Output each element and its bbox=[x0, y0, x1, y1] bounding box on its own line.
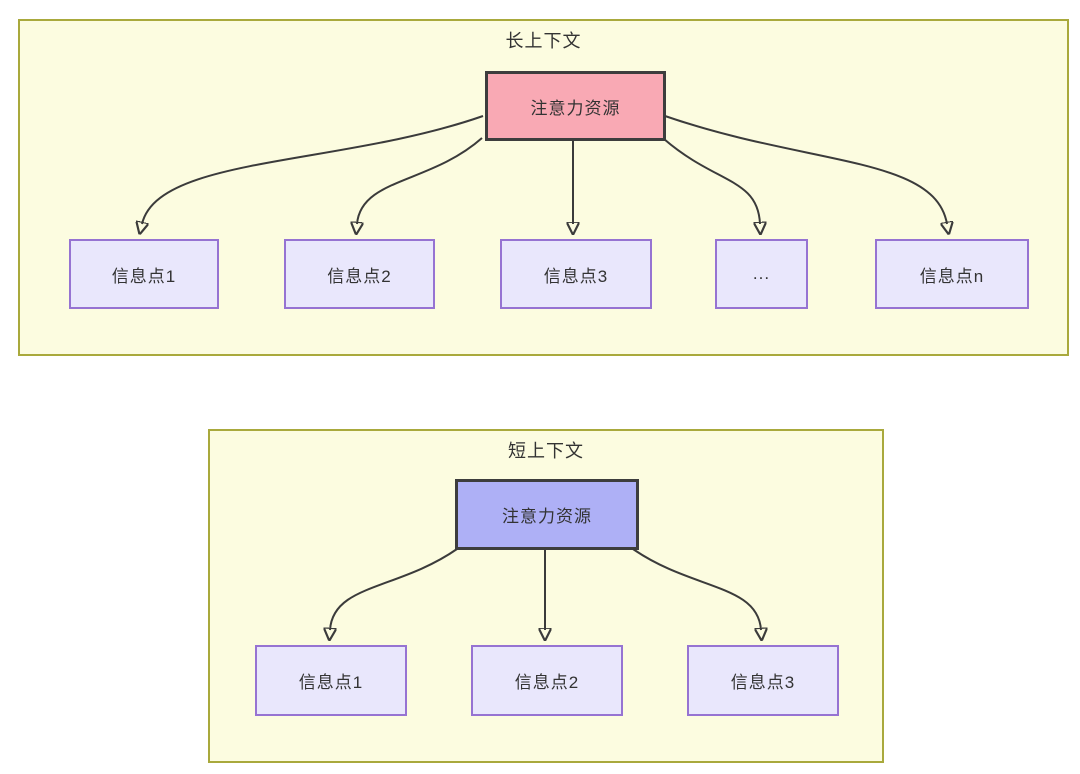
info-node-long-2: 信息点2 bbox=[284, 239, 435, 309]
short-context-title: 短上下文 bbox=[508, 441, 584, 461]
long-context-panel: 长上下文 注意力资源 信息点1 信息点2 信息点3 ... 信息点n bbox=[18, 19, 1069, 356]
info-node-short-2: 信息点2 bbox=[471, 645, 623, 716]
info-node-long-ellipsis: ... bbox=[715, 239, 808, 309]
info-node-short-3: 信息点3 bbox=[687, 645, 839, 716]
short-context-panel: 短上下文 注意力资源 信息点1 信息点2 信息点3 bbox=[208, 429, 884, 763]
info-node-long-n: 信息点n bbox=[875, 239, 1029, 309]
attention-resource-box-long: 注意力资源 bbox=[485, 71, 666, 141]
attention-resource-box-short: 注意力资源 bbox=[455, 479, 639, 550]
info-node-short-1: 信息点1 bbox=[255, 645, 407, 716]
long-context-title: 长上下文 bbox=[505, 31, 582, 51]
info-node-long-1: 信息点1 bbox=[69, 239, 219, 309]
info-node-long-3: 信息点3 bbox=[500, 239, 652, 309]
